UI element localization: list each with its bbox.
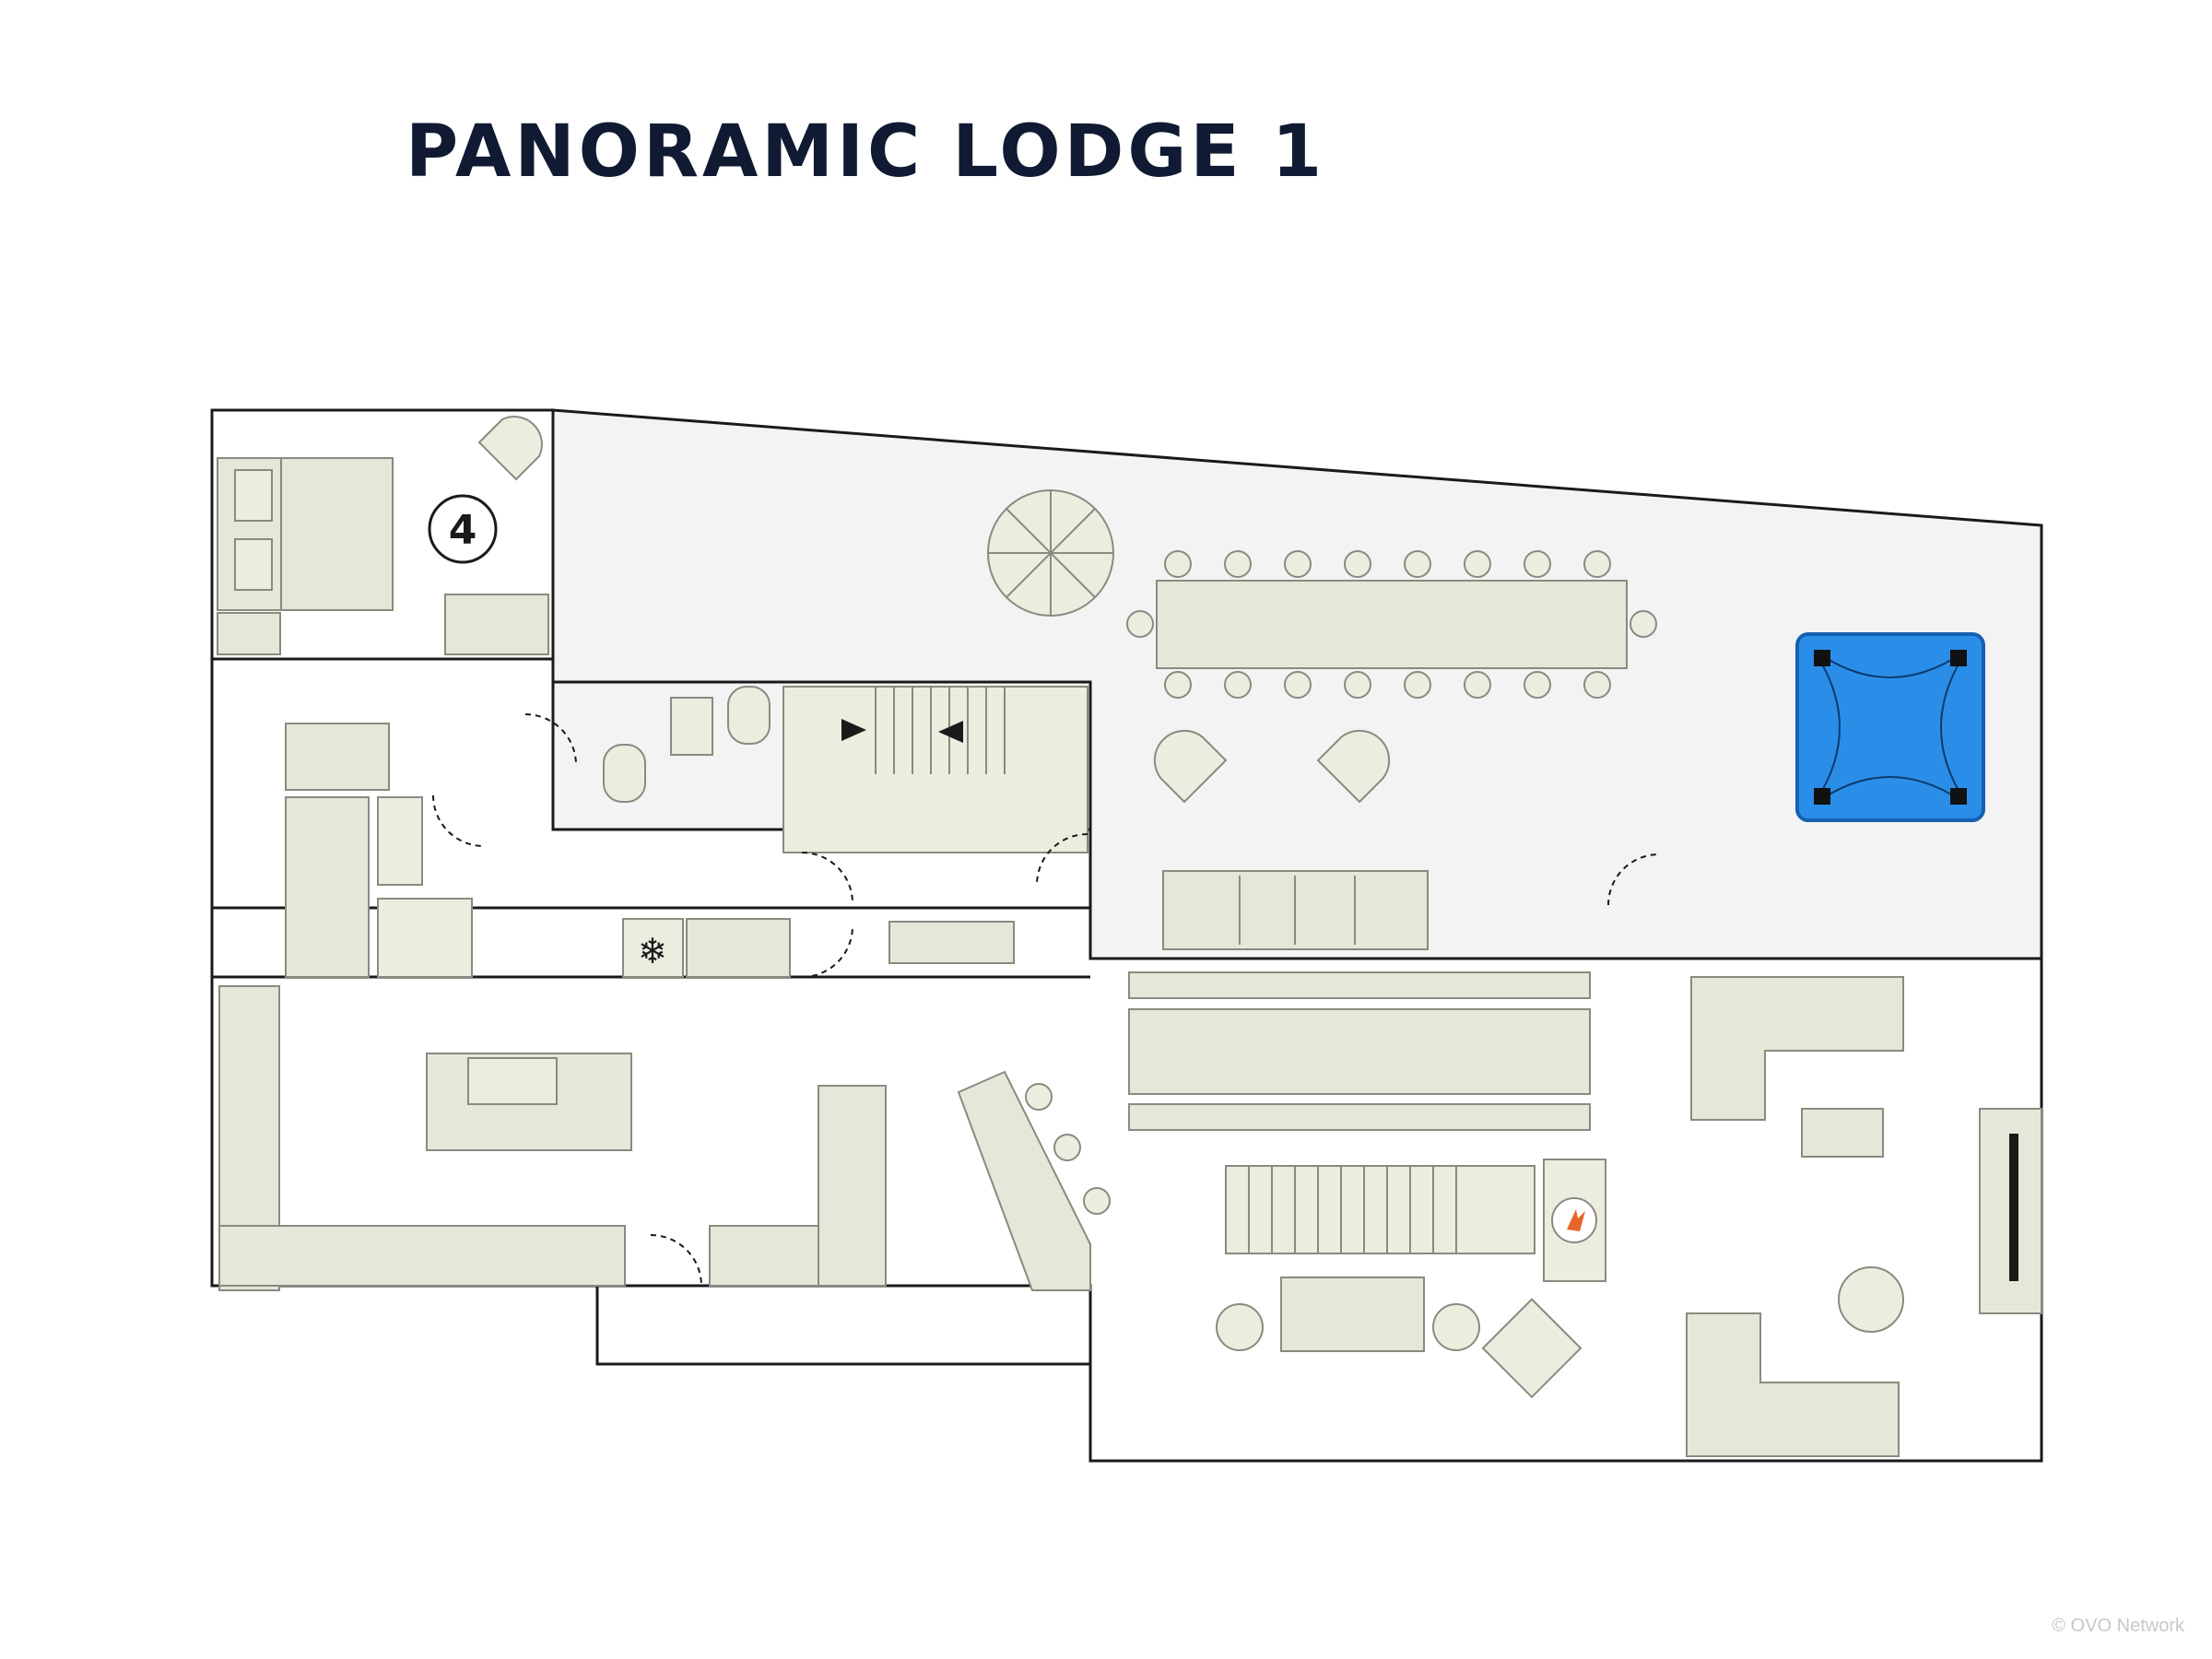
sink-icon (377, 898, 473, 978)
corner-sofa-top (1690, 976, 1904, 1121)
dining-chairs (1126, 550, 1657, 699)
kitchen-counter (686, 918, 791, 978)
laundry-unit (285, 723, 390, 791)
staircase-lower (1225, 1165, 1535, 1254)
toilet-icon (603, 744, 646, 803)
sink-icon (377, 796, 423, 886)
round-table (1838, 1266, 1904, 1333)
snowflake-icon: ❄ (638, 931, 667, 971)
bench (1128, 971, 1591, 999)
bedroom-cabinet (217, 612, 281, 655)
corner-sofa-bottom (1686, 1312, 1900, 1457)
kitchen-bench (888, 921, 1015, 964)
laundry-tall (285, 796, 370, 978)
toilet-icon (727, 686, 771, 745)
bedroom-desk (444, 594, 549, 655)
bench (1128, 1103, 1591, 1131)
breakfast-bar (957, 1070, 1091, 1291)
kitchen-counter-bottom (218, 1225, 626, 1287)
room-badge: 4 (449, 507, 477, 554)
sink-icon (467, 1057, 558, 1105)
armchair-icon (477, 416, 543, 481)
freezer-unit (622, 918, 684, 978)
tall-cabinet (818, 1085, 887, 1287)
tv-icon (2009, 1134, 2018, 1281)
hot-tub-icon (1795, 632, 1985, 822)
plan-title: PANORAMIC LODGE 1 (406, 111, 1326, 194)
dining-table (1156, 580, 1628, 669)
sofa (1280, 1277, 1425, 1352)
watermark: © OVO Network (2052, 1616, 2184, 1636)
coffee-table (1128, 1008, 1591, 1095)
sink-icon (670, 697, 713, 756)
room-badge-circle (428, 494, 498, 564)
armchair (1481, 1298, 1583, 1399)
bay-annex (595, 1284, 1092, 1366)
side-table (1801, 1108, 1884, 1158)
staircase-upper (782, 686, 1088, 853)
